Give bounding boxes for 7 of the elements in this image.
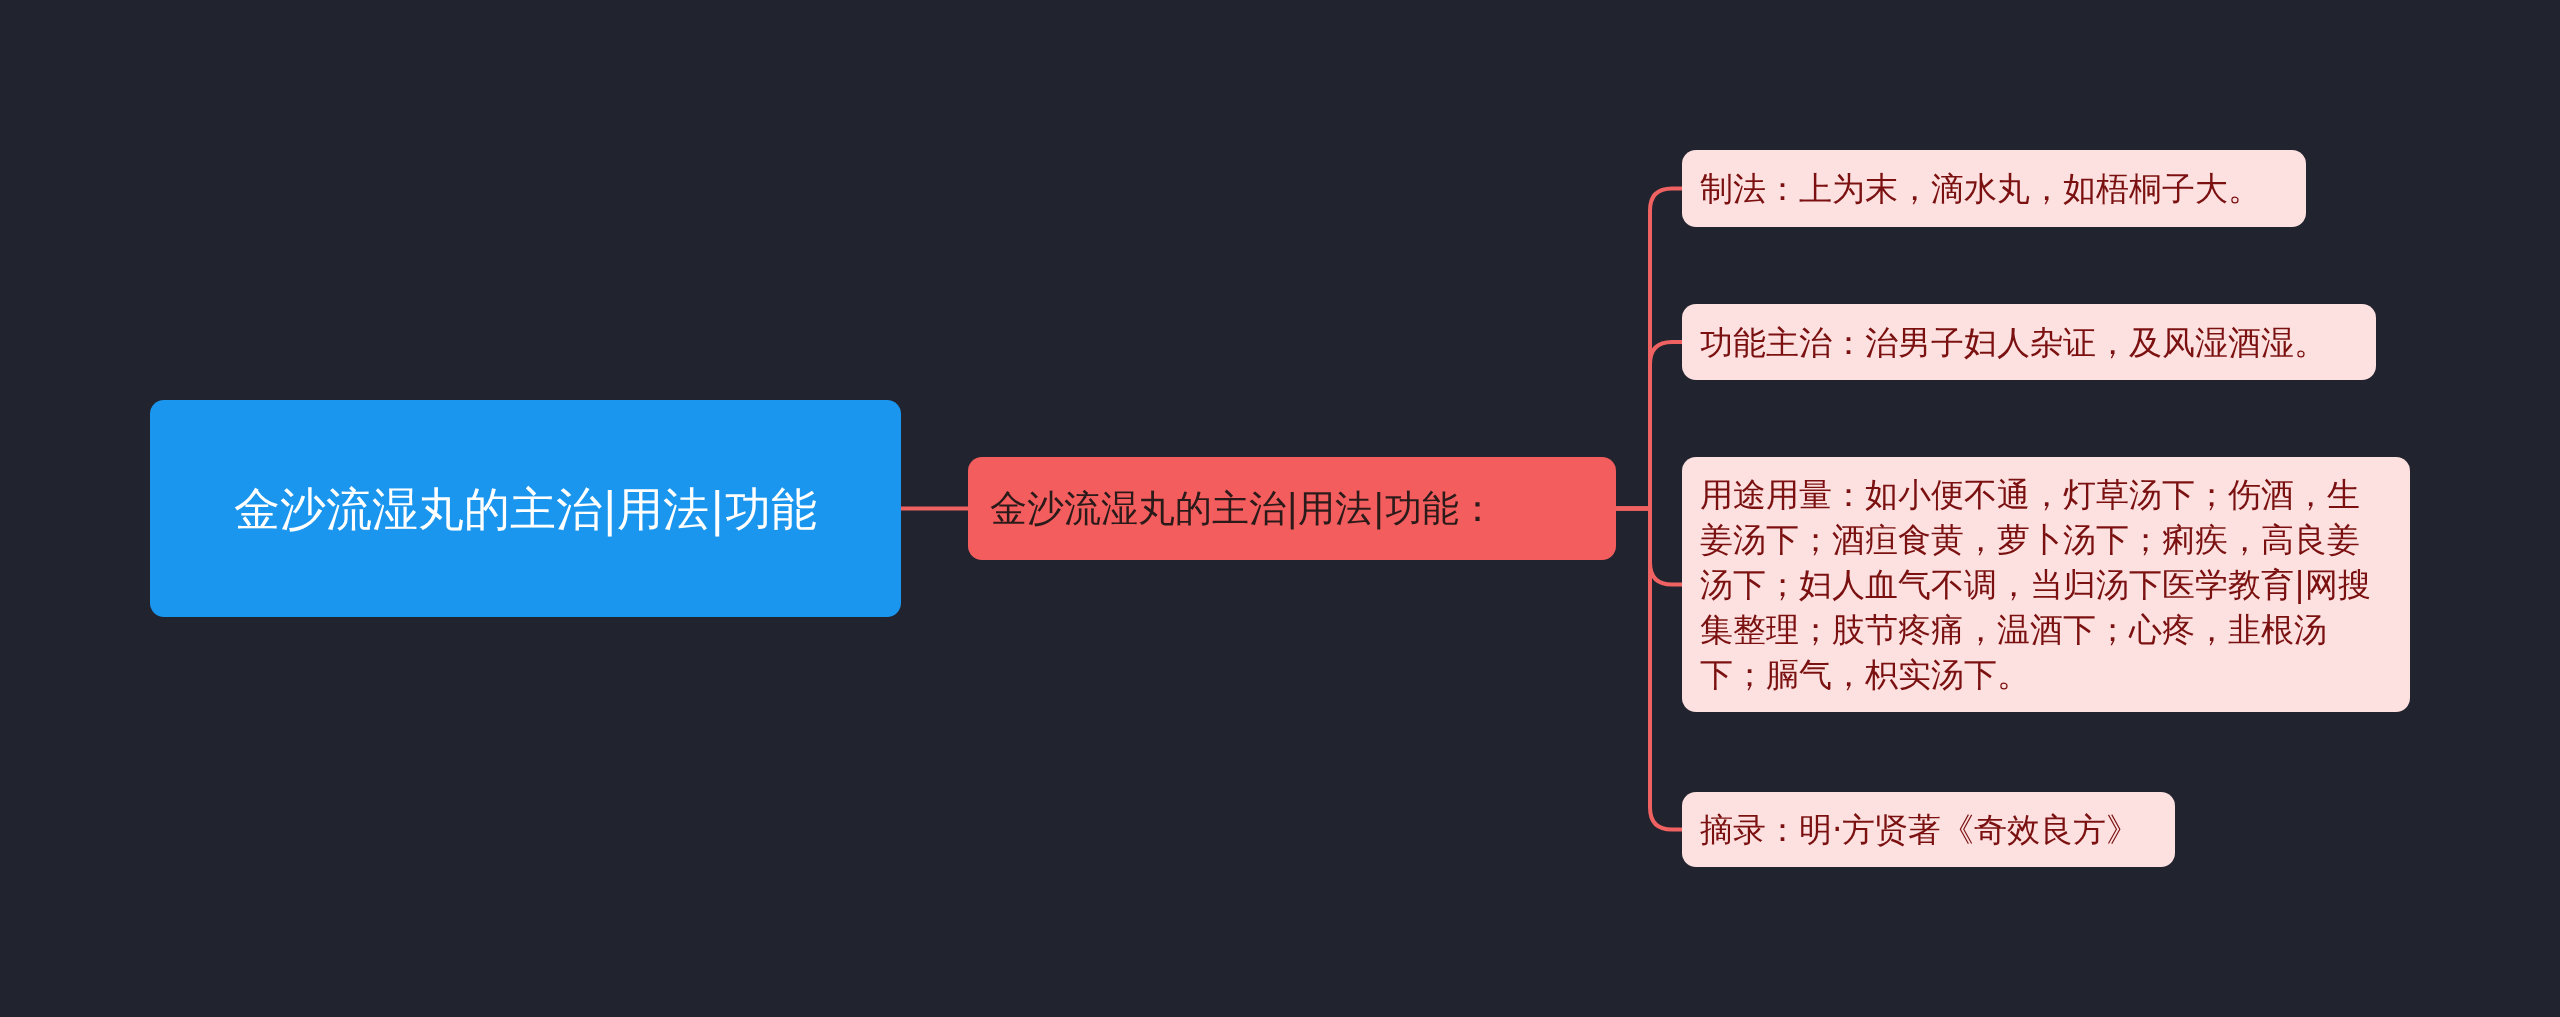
- detail-box: 摘录：明·方贤著《奇效良方》: [1682, 792, 2175, 867]
- connector-line: [901, 506, 968, 511]
- detail-box: 功能主治：治男子妇人杂证，及风湿酒湿。: [1682, 304, 2376, 380]
- topic-box: 金沙流湿丸的主治|用法|功能: [150, 400, 901, 617]
- detail-box: 制法：上为末，滴水丸，如梧桐子大。: [1682, 150, 2306, 227]
- detail-box: 用途用量：如小便不通，灯草汤下；伤酒，生姜汤下；酒疸食黄，萝卜汤下；痢疾，高良姜汤下；妇人血气不调，当归汤下医学教育|网搜集整理；肢节疼痛，温酒下；心疼，韭根汤下；膈气，枳实汤下。: [1682, 457, 2410, 712]
- subtopic-box: 金沙流湿丸的主治|用法|功能：: [968, 457, 1616, 560]
